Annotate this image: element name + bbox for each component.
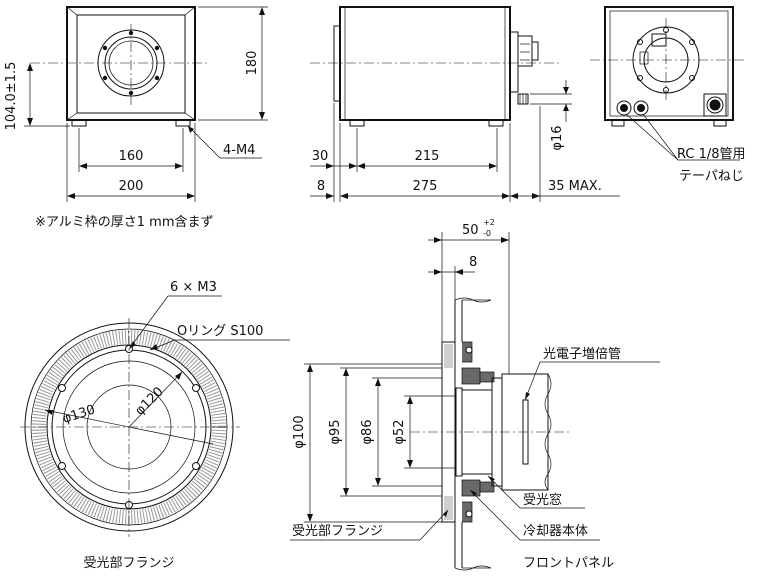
flange-screws-label: 6 × M3 <box>170 280 217 295</box>
housing-rear-outline <box>604 6 734 121</box>
housing-side-outline <box>339 6 511 121</box>
flange-inner-diameter-label: φ120 <box>132 384 166 418</box>
side-view: φ16 30 215 8 275 35 MAX. <box>310 6 620 202</box>
housing-front-panel <box>76 14 186 114</box>
front-center-height-label: 104.0±1.5 <box>4 62 19 131</box>
flange-caption: 受光部フランジ <box>83 556 174 571</box>
side-left-offset-label: 30 <box>312 149 329 164</box>
side-tail-label: 8 <box>317 179 325 194</box>
flange-leader <box>419 509 449 541</box>
section-flange-depth-label: 8 <box>469 255 477 270</box>
section-view: 50 +2 -0 8 φ100 φ95 φ86 φ52 <box>290 218 660 571</box>
front-width-inner-label: 160 <box>119 149 144 164</box>
side-connector-block <box>517 35 533 67</box>
frame-thickness-note: ※アルミ枠の厚さ1 mm含まず <box>35 214 214 230</box>
front-width-outer-label: 200 <box>119 179 144 194</box>
front-foot-right <box>175 119 191 127</box>
rear-pipe-callout-line1: RC 1/8管用 <box>677 147 746 162</box>
side-front-flange <box>333 25 341 102</box>
side-foot-left <box>349 119 365 127</box>
rear-pipe-leader-1 <box>625 113 679 161</box>
flange-oring-label: Oリング S100 <box>177 324 263 339</box>
section-d100-label: φ100 <box>292 415 307 448</box>
pmt-label: 光電子増倍管 <box>543 347 621 362</box>
side-connector-label: 35 MAX. <box>548 179 602 194</box>
rear-power-connector <box>703 93 727 117</box>
body-label-line2: フロントパネル <box>523 556 614 571</box>
side-foot-span-label: 215 <box>415 149 440 164</box>
rear-pipe-callout-line2: テーパねじ <box>679 169 744 184</box>
window-label: 受光窓 <box>523 492 562 508</box>
section-flange-hatch <box>444 344 453 520</box>
window-leader <box>487 475 521 509</box>
section-d95-label: φ95 <box>328 419 343 444</box>
rear-pipe-fittings <box>616 100 649 116</box>
section-d86-label: φ86 <box>360 419 375 444</box>
flange-screw-holes <box>58 345 200 509</box>
section-depth-label: 50 <box>462 223 479 238</box>
flange-inner-diameter-line <box>128 371 183 428</box>
section-depth-tol-upper: +2 <box>483 218 495 227</box>
front-view: 180 104.0±1.5 160 200 4-M4 <box>4 6 268 202</box>
side-foot-right <box>488 119 504 127</box>
body-leader <box>469 489 521 541</box>
flange-view: 6 × M3 Oリング S100 φ130 φ120 受光部フランジ <box>20 280 290 571</box>
body-label-line1: 冷却器本体 <box>523 524 588 539</box>
section-flange-label: 受光部フランジ <box>292 524 383 539</box>
feet-callout-label: 4-M4 <box>223 143 255 158</box>
feet-callout-leader <box>187 125 221 159</box>
rear-pipe-leader-2 <box>642 113 679 161</box>
side-length-label: 275 <box>413 179 438 194</box>
section-depth-tol-lower: -0 <box>483 229 491 238</box>
housing-front-outline <box>66 6 196 121</box>
section-d52-label: φ52 <box>392 419 407 444</box>
rear-view: RC 1/8管用 テーパねじ <box>590 6 746 184</box>
front-window-screws <box>102 30 160 96</box>
flange-screws-leader <box>128 295 169 350</box>
side-rear-plate <box>509 31 519 93</box>
side-pipe-diameter-label: φ16 <box>550 125 565 150</box>
front-height-label: 180 <box>245 51 260 76</box>
rear-connector-tab <box>651 33 667 47</box>
front-foot-left <box>71 119 87 127</box>
